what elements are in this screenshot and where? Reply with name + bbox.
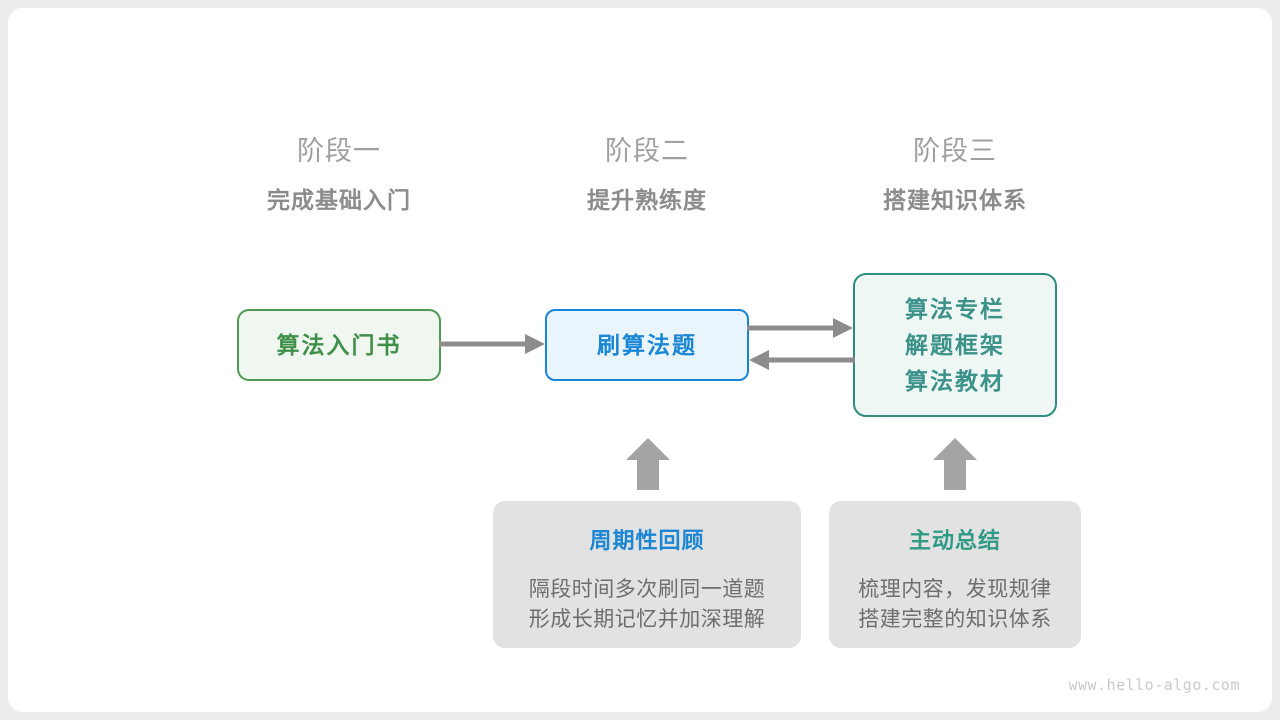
arrow-review-up-icon — [626, 438, 670, 490]
arrow-resources-to-problems-icon — [749, 350, 855, 370]
tip-summary-body: 梳理内容，发现规律 搭建完整的知识体系 — [858, 575, 1052, 635]
node-resources-line-1: 算法专栏 — [905, 296, 1005, 322]
stage-number-1: 阶段一 — [297, 136, 381, 166]
tip-summary-title: 主动总结 — [908, 528, 1001, 553]
stage-header-2: 阶段二 提升熟练度 — [517, 134, 777, 216]
arrow-book-to-problems-icon — [439, 334, 545, 354]
tip-review-body-line-2: 形成长期记忆并加深理解 — [528, 608, 766, 631]
stage-title-2: 提升熟练度 — [587, 187, 707, 213]
node-book-line-1: 算法入门书 — [276, 332, 402, 358]
node-problems-line-1: 刷算法题 — [597, 332, 697, 358]
arrow-problems-to-resources-icon — [747, 318, 853, 338]
stage-number-3: 阶段三 — [913, 136, 997, 166]
stage-header-1: 阶段一 完成基础入门 — [209, 134, 469, 216]
node-learning-resources[interactable]: 算法专栏 解题框架 算法教材 — [853, 273, 1057, 417]
node-resources-line-3: 算法教材 — [905, 368, 1005, 394]
tip-summary-body-line-2: 搭建完整的知识体系 — [858, 608, 1052, 631]
watermark-url: www.hello-algo.com — [1068, 676, 1240, 694]
stage-header-3: 阶段三 搭建知识体系 — [825, 134, 1085, 216]
tip-summary-body-line-1: 梳理内容，发现规律 — [858, 578, 1052, 601]
stage-number-2: 阶段二 — [605, 136, 689, 166]
tip-review-body-line-1: 隔段时间多次刷同一道题 — [528, 578, 766, 601]
tip-review-body: 隔段时间多次刷同一道题 形成长期记忆并加深理解 — [529, 575, 766, 635]
tip-card-periodic-review[interactable]: 周期性回顾 隔段时间多次刷同一道题 形成长期记忆并加深理解 — [493, 501, 801, 648]
diagram-canvas: 阶段一 完成基础入门 阶段二 提升熟练度 阶段三 搭建知识体系 算法入门书 刷算… — [8, 8, 1272, 712]
node-algorithm-intro-book[interactable]: 算法入门书 — [237, 309, 441, 381]
stage-title-1: 完成基础入门 — [267, 187, 411, 213]
arrow-summary-up-icon — [933, 438, 977, 490]
tip-card-active-summary[interactable]: 主动总结 梳理内容，发现规律 搭建完整的知识体系 — [829, 501, 1081, 648]
tip-review-title: 周期性回顾 — [589, 528, 705, 553]
stage-title-3: 搭建知识体系 — [883, 187, 1027, 213]
node-resources-line-2: 解题框架 — [905, 332, 1005, 358]
node-practice-problems[interactable]: 刷算法题 — [545, 309, 749, 381]
